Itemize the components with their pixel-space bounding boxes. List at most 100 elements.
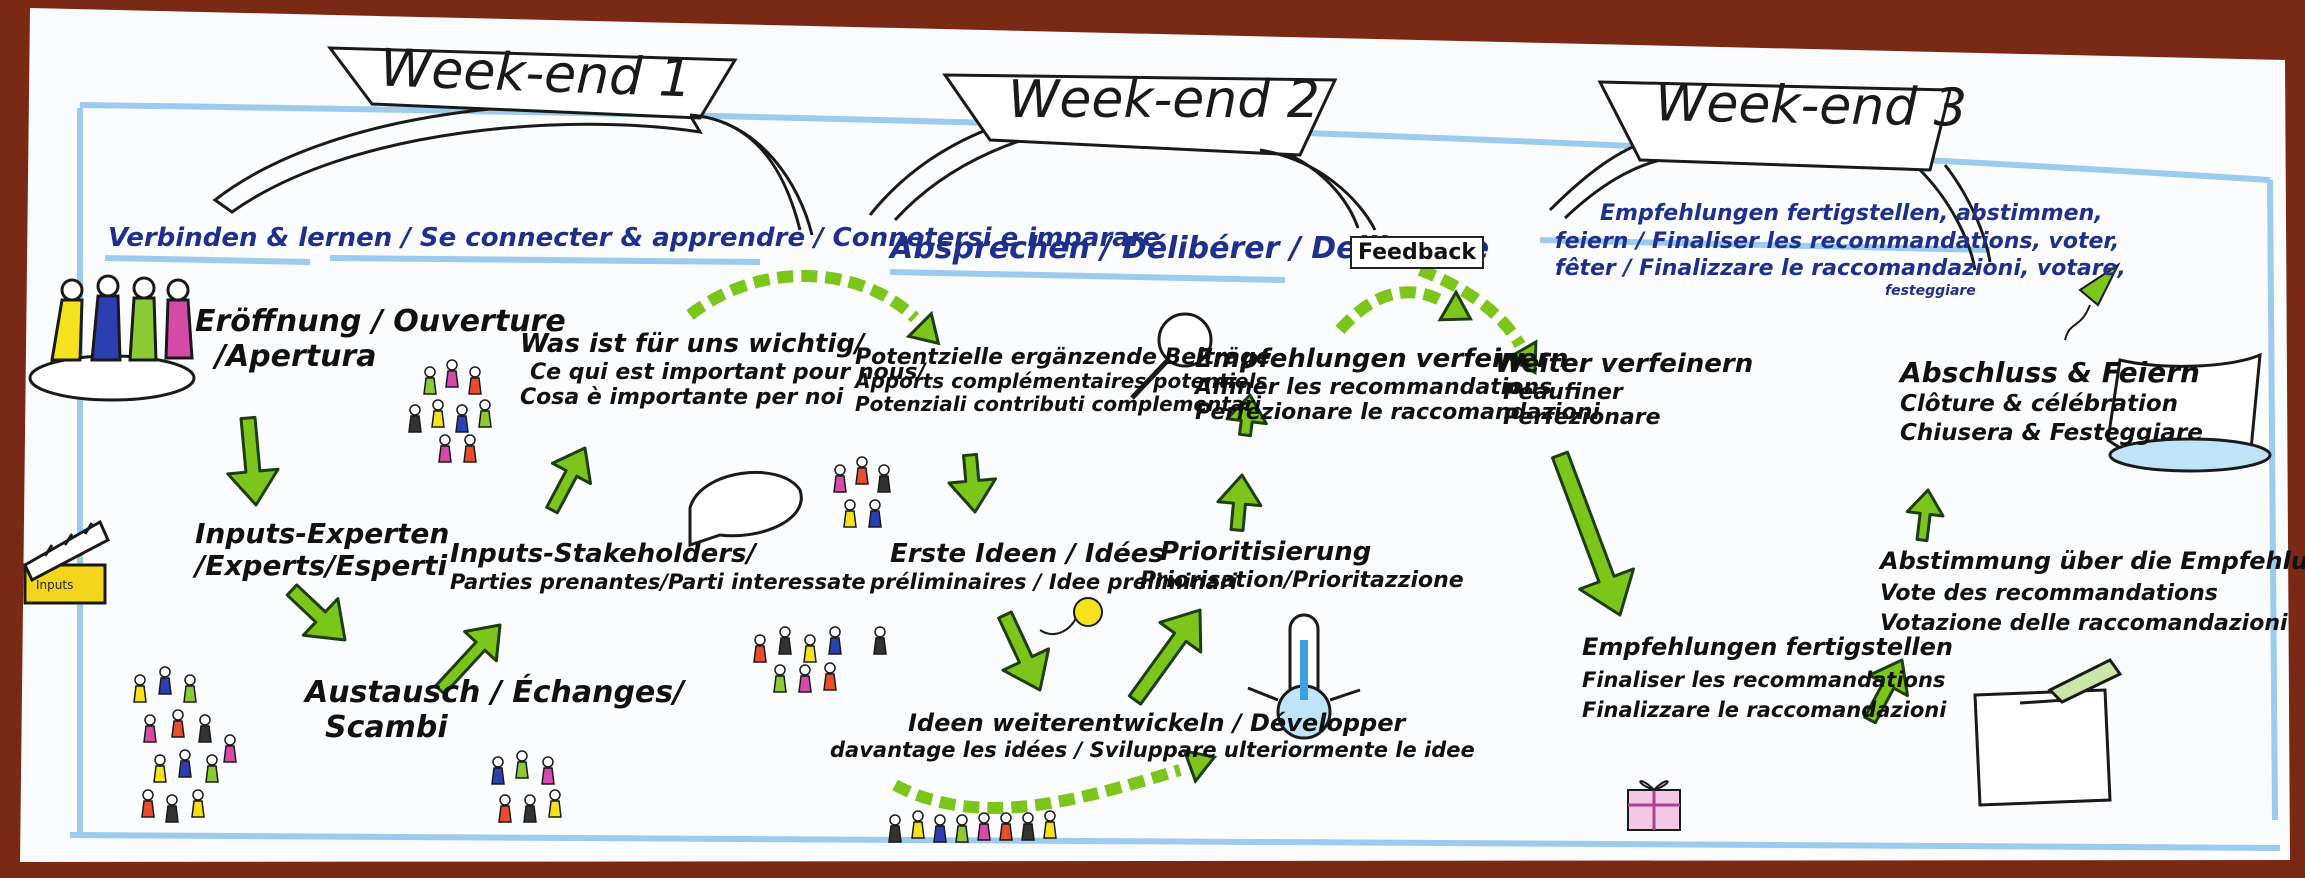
flow-arrow	[1225, 393, 1268, 438]
person-head-icon	[224, 734, 236, 746]
person-head-icon	[869, 499, 881, 511]
person-head-icon	[804, 634, 816, 646]
phase-weekend-3-line: Empfehlungen fertigstellen, abstimmen,	[1600, 201, 2103, 226]
gift-icon	[1627, 780, 1681, 831]
person-icon	[541, 767, 555, 785]
person-icon	[491, 767, 505, 785]
step-closing: Abschluss & Feiern Clôture & célébration…	[1900, 355, 2203, 448]
person-head-icon	[456, 404, 468, 416]
flow-arrow	[434, 623, 502, 696]
person-head-icon	[874, 626, 886, 638]
ribbon-weekend-3	[1548, 80, 1992, 271]
step-line: Perfezionare	[1503, 405, 1661, 431]
weekend-3-title: Week-end 3	[1654, 73, 1968, 139]
person-head-icon	[956, 814, 968, 826]
person-head-icon	[774, 664, 786, 676]
curved-arrow	[892, 764, 1182, 814]
step-line: Affiner les recommandations	[1195, 374, 1553, 400]
step-line: /Apertura	[215, 338, 377, 374]
person-head-icon	[499, 794, 511, 806]
person-head-icon	[172, 709, 184, 721]
person-head-icon	[754, 634, 766, 646]
weekend-2-title: Week-end 2	[1008, 70, 1320, 130]
person-icon	[183, 685, 197, 703]
step-line: Clôture & célébration	[1900, 391, 2179, 417]
people-icons	[133, 359, 1057, 843]
person-icon	[158, 677, 172, 695]
person-icon	[165, 805, 179, 823]
person-icon	[778, 637, 792, 655]
person-head-icon	[154, 754, 166, 766]
person-icon	[955, 825, 969, 843]
magnifier-icon	[1130, 312, 1213, 400]
person-icon	[999, 823, 1013, 841]
person-icon	[515, 761, 529, 779]
flow-arrow	[1551, 450, 1635, 617]
person-icon	[798, 675, 812, 693]
curved-arrow-head	[1437, 289, 1473, 322]
person-icon	[478, 410, 492, 428]
person-head-icon	[516, 750, 528, 762]
person-icon	[1021, 823, 1035, 841]
step-line: Finaliser les recommandations	[1582, 667, 1946, 692]
person-head-icon	[912, 810, 924, 822]
person-icon	[911, 821, 925, 839]
person-head-icon	[856, 456, 868, 468]
person-head-icon	[469, 366, 481, 378]
person-head-icon	[439, 434, 451, 446]
person-head-icon	[934, 814, 946, 826]
step-line: Parties prenantes/Parti interessate	[450, 569, 866, 594]
step-vote: Abstimmung über die Empfehlungen Vote de…	[1880, 545, 2305, 640]
step-finalize: Empfehlungen fertigstellen Finaliser les…	[1582, 630, 1953, 726]
ribbon-weekend-2	[868, 73, 1377, 231]
step-line: davantage les idées / Sviluppare ulterio…	[830, 737, 1475, 762]
person-icon	[178, 760, 192, 778]
person-head-icon	[424, 366, 436, 378]
step-line: Potenziali contributi complementari	[855, 392, 1262, 417]
person-head-icon	[192, 789, 204, 801]
step-line: Perfezionare le raccomandazioni	[1195, 400, 1600, 426]
step-opening: Eröffnung / Ouverture /Apertura	[195, 304, 566, 374]
person-head-icon	[524, 794, 536, 806]
person-icon	[828, 637, 842, 655]
person-head-icon	[184, 674, 196, 686]
person-head-icon	[542, 756, 554, 768]
person-icon	[977, 823, 991, 841]
step-line: Votazione delle raccomandazioni	[1880, 611, 2288, 637]
flow-arrow	[997, 610, 1051, 692]
person-head-icon	[779, 626, 791, 638]
flow-arrow	[947, 452, 998, 514]
step-line: Scambi	[325, 709, 448, 745]
step-further-refine: Weiter verfeinern Peaufiner Perfezionare	[1495, 349, 1753, 431]
step-important: Was ist für uns wichtig/ Ce qui est impo…	[520, 329, 926, 410]
person-icon	[877, 475, 891, 493]
phase-weekend-3-line: feiern / Finaliser les recommandations, …	[1555, 228, 2120, 254]
step-line: Inputs-Stakeholders/	[450, 539, 757, 569]
flow-arrow	[226, 415, 280, 507]
person-head-icon	[824, 662, 836, 674]
step-line: Chiusera & Festeggiare	[1900, 419, 2203, 446]
phase-weekend-3-line: festeggiare	[1885, 282, 1976, 299]
person-icon	[523, 805, 537, 823]
person-head-icon	[829, 626, 841, 638]
step-stakeholders: Inputs-Stakeholders/ Parties prenantes/P…	[450, 539, 866, 594]
person-icon	[438, 445, 452, 463]
flow-arrow	[1216, 473, 1263, 533]
person-head-icon	[1022, 812, 1034, 824]
step-line: Apports complémentaires potentiels	[855, 369, 1268, 394]
person-icon	[753, 645, 767, 663]
opening-crowd-icon	[28, 274, 196, 402]
phase-weekend-1: Verbinden & lernen / Se connecter & appr…	[108, 223, 1161, 253]
person-icon	[498, 805, 512, 823]
curved-arrow-head	[1505, 339, 1538, 375]
step-line: /Experts/Esperti	[195, 549, 448, 583]
person-head-icon	[834, 464, 846, 476]
flow-arrow	[1905, 488, 1945, 543]
person-icon	[855, 467, 869, 485]
curved-arrow-head	[1182, 748, 1218, 785]
person-head-icon	[878, 464, 890, 476]
person-head-icon	[844, 499, 856, 511]
step-line: Inputs-Experten	[195, 517, 450, 550]
thermometer-icon	[1247, 613, 1361, 740]
curved-arrow	[1335, 286, 1443, 334]
